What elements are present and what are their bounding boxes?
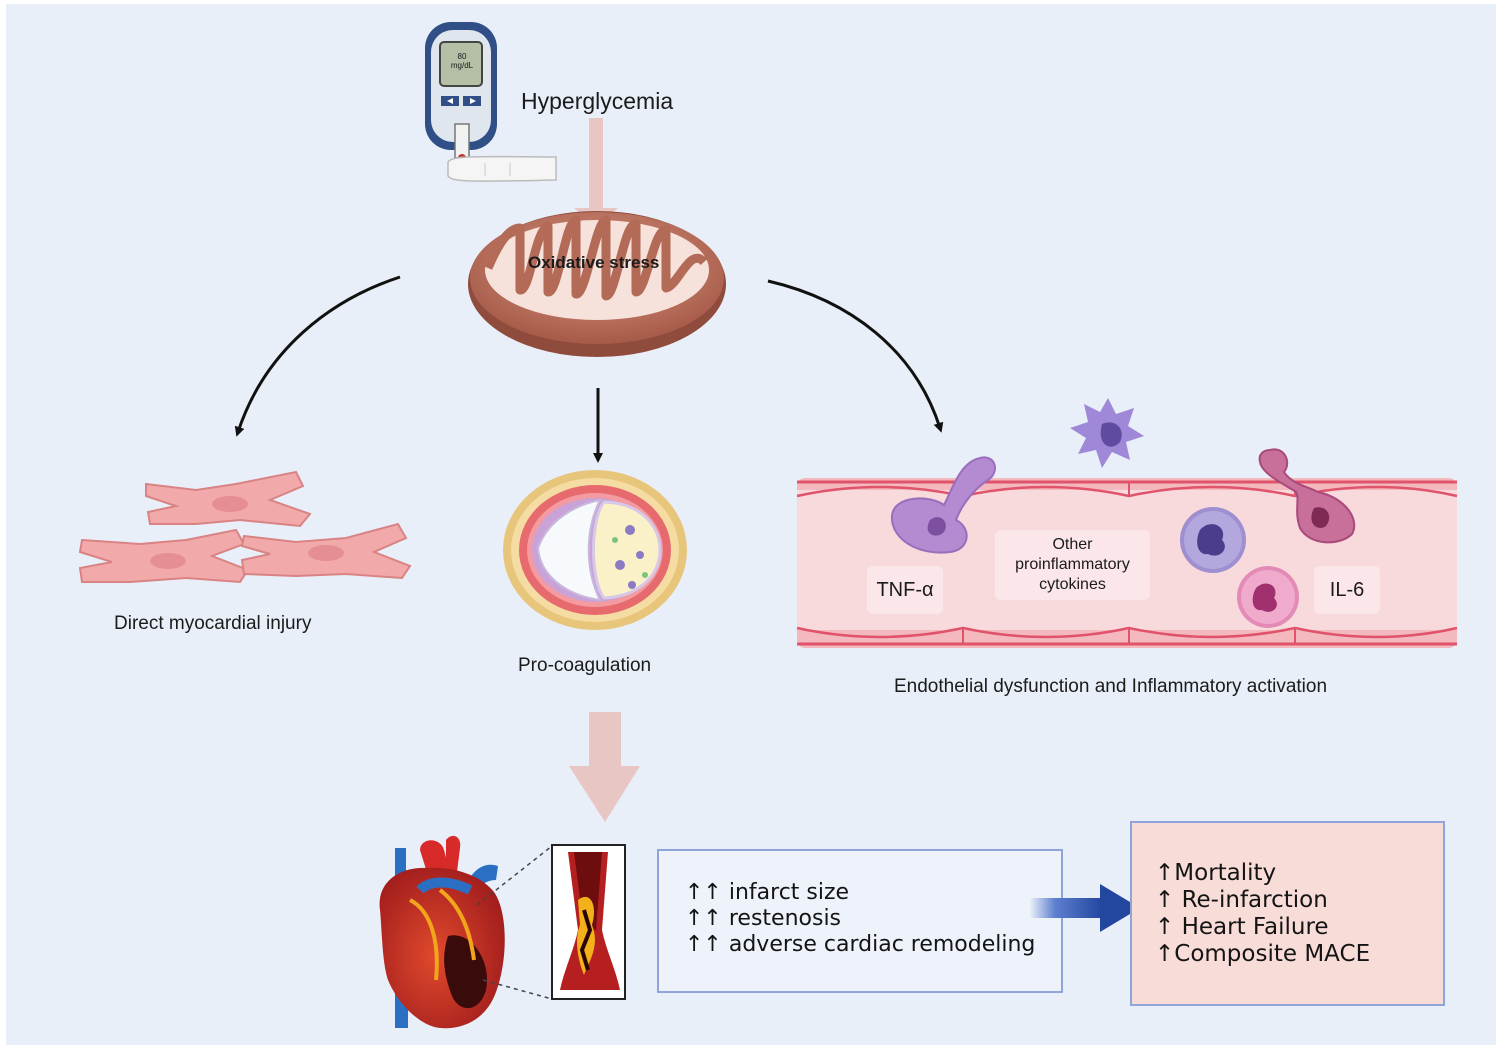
monocyte-transmigrating-icon [890, 456, 996, 554]
outcome-heart-failure: ↑ Heart Failure [1155, 914, 1329, 940]
other-cytokines-line-2: proinflammatory [1015, 556, 1130, 573]
glucometer-display: 80 mg/dL [442, 52, 482, 70]
zoom-line-bottom [482, 979, 553, 1000]
effect-infarct-size: ↑↑ infarct size [685, 880, 850, 905]
other-cytokines-line-1: Other [1052, 536, 1093, 553]
mitochondrion-icon [468, 211, 726, 357]
cardiomyocytes-icon [78, 470, 412, 584]
pro-coagulation-label: Pro-coagulation [518, 655, 652, 676]
effect-adverse-remodeling: ↑↑ adverse cardiac remodeling [685, 932, 1036, 957]
effect-restenosis: ↑↑ restenosis [685, 906, 842, 931]
blue-arrow-icon [1030, 884, 1140, 932]
other-cytokines-line-3: cytokines [1039, 576, 1106, 593]
glucometer-value: 80 [457, 52, 467, 61]
il6-label: IL-6 [1314, 566, 1380, 614]
effects-box-frame [657, 849, 1063, 993]
outcome-arrow [569, 712, 640, 822]
hyperglycemia-arrow [574, 118, 618, 228]
glucometer-unit: mg/dL [450, 61, 474, 70]
activated-monocyte-icon [1070, 398, 1144, 468]
outcomes-box: ↑Mortality ↑ Re-infarction ↑ Heart Failu… [1155, 860, 1370, 968]
neutrophil-pink-icon [1237, 566, 1299, 628]
artery-cross-section-icon [503, 470, 687, 630]
arrow-to-endothelial [767, 279, 944, 433]
neutrophil-purple-icon [1180, 507, 1246, 573]
effects-box: ↑↑ infarct size ↑↑ restenosis ↑↑ adverse… [685, 880, 1035, 958]
arrow-to-myocardial [234, 275, 401, 437]
transmigrating-leukocyte-icon [1258, 448, 1356, 544]
outcome-mortality: ↑Mortality [1155, 860, 1277, 886]
glucometer-icon [425, 22, 557, 182]
oxidative-stress-label: Oxidative stress [528, 253, 660, 272]
outcomes-box-frame [1130, 821, 1445, 1006]
heart-icon [379, 835, 505, 1029]
plaque-inset-icon [551, 844, 626, 1000]
hyperglycemia-label: Hyperglycemia [521, 88, 674, 114]
direct-myocardial-injury-label: Direct myocardial injury [114, 613, 312, 634]
tnf-alpha-label: TNF-α [867, 566, 943, 614]
outcome-composite-mace: ↑Composite MACE [1155, 941, 1371, 967]
other-cytokines-label: Other proinflammatory cytokines [995, 530, 1150, 600]
outcome-reinfarction: ↑ Re-infarction [1155, 887, 1328, 913]
endothelial-dysfunction-label: Endothelial dysfunction and Inflammatory… [894, 676, 1328, 697]
